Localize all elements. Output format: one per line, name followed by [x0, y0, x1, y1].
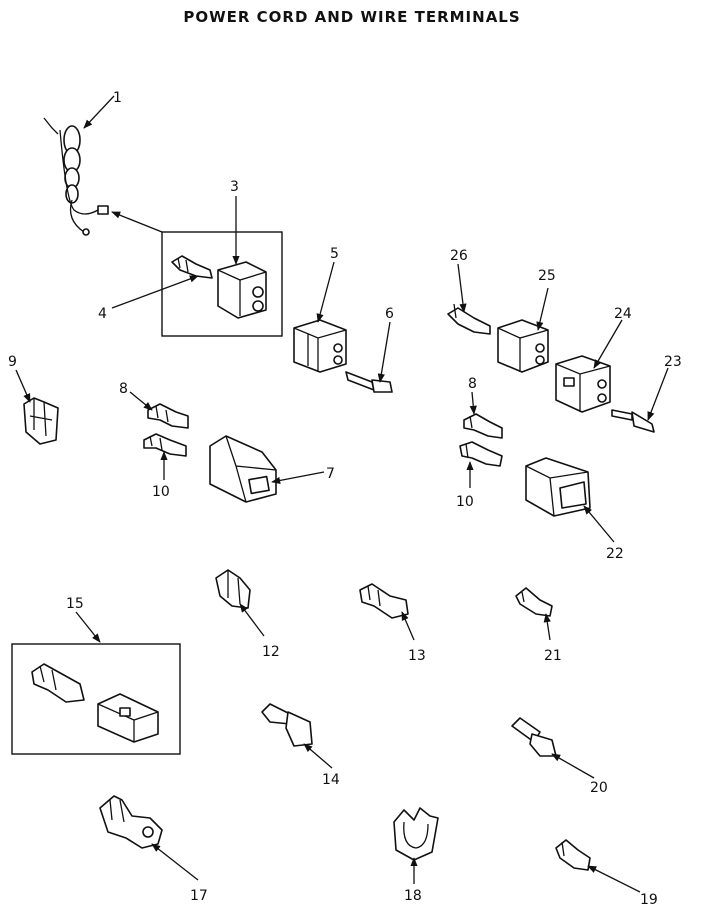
callout-10-left: 10: [152, 484, 170, 500]
callout-22: 22: [606, 546, 624, 562]
terminal-part-12: [215, 569, 251, 609]
housing-part-22: [525, 457, 591, 517]
plug-housing-part-3: [217, 261, 267, 319]
terminal-part-10-left: [143, 433, 187, 457]
terminal-part-19: [555, 839, 591, 871]
callout-26: 26: [450, 248, 468, 264]
callout-23: 23: [664, 354, 682, 370]
terminal-part-8-right: [463, 413, 503, 439]
callout-10-right: 10: [456, 494, 474, 510]
callout-19: 19: [640, 892, 658, 908]
ring-terminal-part-17: [99, 795, 163, 849]
housing-part-7: [209, 435, 277, 503]
callout-24: 24: [614, 306, 632, 322]
cord-to-plug-leader: [111, 211, 163, 233]
callout-1-leader: [83, 95, 115, 129]
callout-21: 21: [544, 648, 562, 664]
insulator-part-15: [97, 693, 159, 743]
callout-3: 3: [230, 179, 239, 195]
terminal-part-21: [515, 587, 553, 617]
callout-8-right: 8: [468, 376, 477, 392]
terminal-part-20: [511, 717, 557, 757]
callout-1: 1: [113, 90, 122, 106]
diagram-title: POWER CORD AND WIRE TERMINALS: [183, 8, 521, 26]
terminal-part-4: [171, 255, 213, 279]
callout-15: 15: [66, 596, 84, 612]
terminal-part-8-left: [147, 403, 189, 429]
assembly-box-15: [11, 643, 181, 755]
callout-7: 7: [326, 466, 335, 482]
pin-part-6: [345, 371, 393, 393]
callout-14: 14: [322, 772, 340, 788]
terminal-part-14: [261, 703, 313, 747]
terminal-part-26: [447, 303, 491, 335]
power-cord-part-1: [43, 117, 109, 236]
callout-25: 25: [538, 268, 556, 284]
callout-9: 9: [8, 354, 17, 370]
pin-part-23: [611, 409, 655, 433]
clamp-part-18: [393, 807, 439, 861]
assembly-box-3-4: [161, 231, 283, 337]
callout-6: 6: [385, 306, 394, 322]
terminal-part-10-right: [459, 441, 503, 467]
callout-17: 17: [190, 888, 208, 904]
terminal-part-15: [31, 663, 85, 703]
callout-20: 20: [590, 780, 608, 796]
callout-8-left: 8: [119, 381, 128, 397]
callout-13: 13: [408, 648, 426, 664]
connector-part-5: [293, 319, 347, 373]
terminal-part-13: [359, 583, 409, 619]
callout-4: 4: [98, 306, 107, 322]
callout-5: 5: [330, 246, 339, 262]
callout-12: 12: [262, 644, 280, 660]
callout-18: 18: [404, 888, 422, 904]
clip-part-9: [23, 397, 59, 445]
connector-part-25: [497, 319, 549, 373]
connector-part-24: [555, 355, 611, 413]
